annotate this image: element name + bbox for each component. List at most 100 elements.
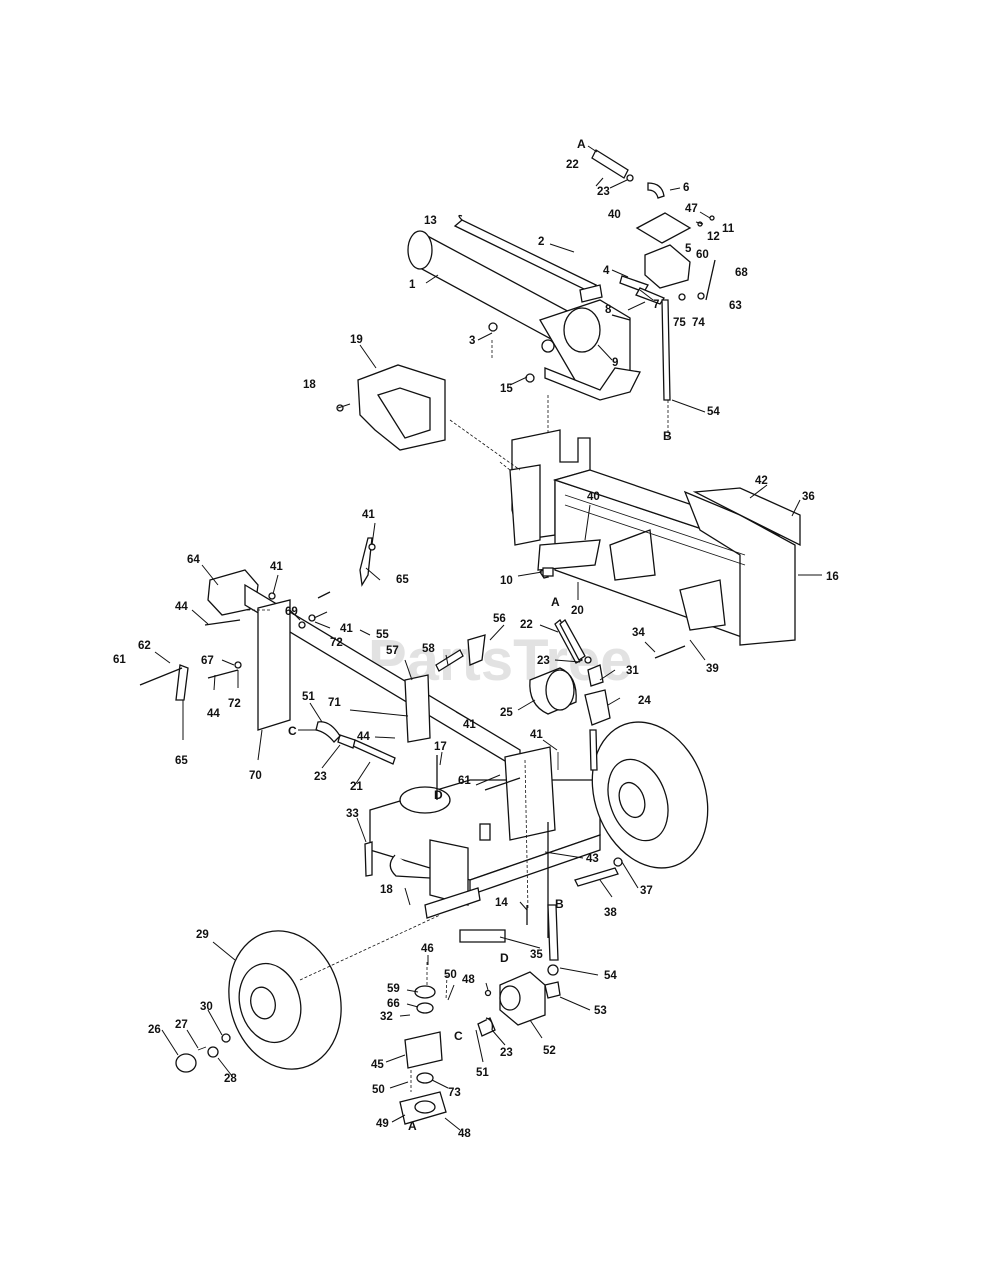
callout-16: 16 — [826, 571, 839, 583]
callout-59: 59 — [387, 983, 400, 995]
callout-8: 8 — [605, 304, 612, 316]
callout-67: 67 — [201, 655, 214, 667]
filter-and-fittings — [529, 619, 686, 771]
connector-letter-a-mid: A — [551, 595, 560, 609]
callout-33: 33 — [346, 808, 359, 820]
callout-44-b: 44 — [207, 708, 220, 720]
callout-72: 72 — [330, 637, 343, 649]
callout-54: 54 — [707, 406, 720, 418]
callout-39: 39 — [706, 663, 719, 675]
leader-lines — [154, 145, 822, 1131]
callout-53: 53 — [594, 1005, 607, 1017]
callout-74: 74 — [692, 317, 705, 329]
callout-42: 42 — [755, 475, 768, 487]
callout-7: 7 — [653, 299, 659, 311]
callout-38: 38 — [604, 907, 617, 919]
callout-40: 40 — [608, 209, 621, 221]
bracket-19 — [336, 364, 446, 451]
callout-12: 12 — [707, 231, 720, 243]
callout-41-e: 41 — [530, 729, 543, 741]
control-valve-assembly — [579, 149, 716, 401]
callout-51: 51 — [302, 691, 315, 703]
connector-letter-a-top: A — [577, 137, 586, 151]
callout-52: 52 — [543, 1045, 556, 1057]
callout-68: 68 — [735, 267, 748, 279]
callout-11: 11 — [722, 223, 735, 235]
callout-75: 75 — [673, 317, 686, 329]
callout-13: 13 — [424, 215, 437, 227]
callout-22: 22 — [566, 159, 579, 171]
callout-19: 19 — [350, 334, 363, 346]
callout-40-b: 40 — [587, 491, 600, 503]
callout-20: 20 — [571, 605, 584, 617]
hose-assemblies — [315, 619, 586, 765]
callout-65: 65 — [396, 574, 409, 586]
callout-34: 34 — [632, 627, 645, 639]
callout-35: 35 — [530, 949, 543, 961]
callout-41-c: 41 — [340, 623, 353, 635]
callout-37: 37 — [640, 885, 653, 897]
callout-24: 24 — [638, 695, 651, 707]
callout-50: 50 — [444, 969, 457, 981]
callout-43: 43 — [586, 853, 599, 865]
callout-28: 28 — [224, 1073, 237, 1085]
callout-70: 70 — [249, 770, 262, 782]
left-wheel — [175, 930, 342, 1073]
callout-65-b: 65 — [175, 755, 188, 767]
callout-27: 27 — [175, 1019, 188, 1031]
callout-30: 30 — [200, 1001, 213, 1013]
right-wheel — [591, 721, 709, 869]
callout-1: 1 — [409, 279, 416, 291]
callout-48-b: 48 — [458, 1128, 471, 1140]
connector-letter-a-bottom: A — [408, 1119, 417, 1133]
callout-23-d: 23 — [500, 1047, 513, 1059]
callout-5: 5 — [685, 243, 692, 255]
callout-69: 69 — [285, 606, 298, 618]
callout-57: 57 — [386, 645, 399, 657]
callout-labels: 1 2 3 4 5 6 7 8 9 10 11 12 13 14 15 16 1… — [113, 159, 839, 1140]
callout-47: 47 — [685, 203, 698, 215]
callout-14: 14 — [495, 897, 508, 909]
callout-23-c: 23 — [314, 771, 327, 783]
callout-2: 2 — [538, 236, 544, 248]
callout-18: 18 — [303, 379, 316, 391]
callout-63: 63 — [729, 300, 742, 312]
callout-60: 60 — [696, 249, 709, 261]
callout-10: 10 — [500, 575, 513, 587]
callout-54-b: 54 — [604, 970, 617, 982]
connector-letter-d-frame: D — [434, 788, 443, 802]
connector-letter-d-pump: D — [500, 951, 509, 965]
callout-51-b: 51 — [476, 1067, 489, 1079]
callout-23-b: 23 — [537, 655, 550, 667]
callout-61-b: 61 — [458, 775, 471, 787]
callout-41-b: 41 — [270, 561, 283, 573]
connector-letter-c-left: C — [288, 724, 297, 738]
callout-26: 26 — [148, 1024, 161, 1036]
callout-15: 15 — [500, 383, 513, 395]
callout-62: 62 — [138, 640, 151, 652]
callout-50-b: 50 — [372, 1084, 385, 1096]
callout-61: 61 — [113, 654, 126, 666]
callout-56: 56 — [493, 613, 506, 625]
callout-9: 9 — [612, 357, 618, 369]
connection-letters: A A A B B C C D D — [288, 137, 672, 1133]
callout-66: 66 — [387, 998, 400, 1010]
callout-41: 41 — [362, 509, 375, 521]
connector-letter-c-pump: C — [454, 1029, 463, 1043]
callout-36: 36 — [802, 491, 815, 503]
callout-71: 71 — [328, 697, 341, 709]
callout-22-b: 22 — [520, 619, 533, 631]
callout-55: 55 — [376, 629, 389, 641]
callout-44: 44 — [175, 601, 188, 613]
callout-3: 3 — [469, 335, 475, 347]
hydraulic-cylinder-assembly — [407, 214, 641, 401]
callout-29: 29 — [196, 929, 209, 941]
hydraulic-pump — [484, 904, 561, 1026]
pump-mount — [399, 962, 496, 1125]
callout-41-d: 41 — [463, 719, 476, 731]
callout-45: 45 — [371, 1059, 384, 1071]
callout-73: 73 — [448, 1087, 461, 1099]
callout-32: 32 — [380, 1011, 393, 1023]
callout-72-b: 72 — [228, 698, 241, 710]
